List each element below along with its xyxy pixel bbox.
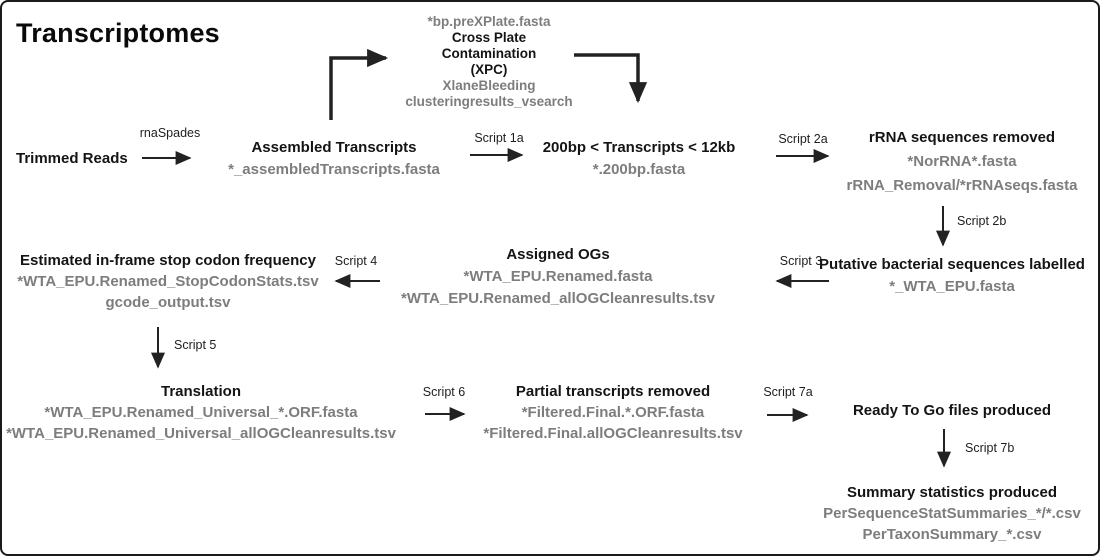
arrow-to-xpc — [329, 48, 389, 120]
node-file: gcode_output.tsv — [105, 294, 231, 311]
node-title: 200bp < Transcripts < 12kb — [542, 139, 736, 156]
arrow-from-xpc — [574, 53, 648, 104]
node-file: XlaneBleeding — [442, 78, 536, 93]
node-file: *WTA_EPU.Renamed_StopCodonStats.tsv — [17, 273, 319, 290]
node-file: *.200bp.fasta — [592, 161, 686, 178]
node-file: *_assembledTranscripts.fasta — [228, 161, 440, 178]
node-trimmed-reads: Trimmed Reads — [16, 148, 128, 170]
node-bacterial-labelled: Putative bacterial sequences labelled *_… — [819, 254, 1085, 298]
node-file: *WTA_EPU.Renamed_Universal_allOGCleanres… — [6, 425, 396, 442]
arrow-label-rnaspades: rnaSpades — [139, 126, 201, 140]
node-summary-statistics: Summary statistics produced PerSequenceS… — [823, 482, 1081, 545]
node-file: *WTA_EPU.Renamed_Universal_*.ORF.fasta — [44, 404, 358, 421]
node-title: Summary statistics produced — [846, 484, 1058, 501]
node-partial-removed: Partial transcripts removed *Filtered.Fi… — [483, 381, 742, 444]
node-title-line: Cross Plate — [451, 30, 527, 45]
arrow-label-script-1a: Script 1a — [474, 131, 524, 145]
node-title: Trimmed Reads — [16, 150, 128, 167]
node-title-line: Contamination — [441, 46, 537, 61]
node-title: Estimated in-frame stop codon frequency — [20, 252, 316, 269]
node-file: PerSequenceStatSummaries_*/*.csv — [823, 505, 1081, 522]
node-file: PerTaxonSummary_*.csv — [862, 526, 1042, 543]
node-title-line: (XPC) — [470, 62, 508, 77]
arrow-label-script-6: Script 6 — [422, 385, 466, 399]
arrow-label-script-4: Script 4 — [334, 254, 378, 268]
node-file: rRNA_Removal/*rRNAseqs.fasta — [846, 177, 1078, 194]
arrow-label-script-3: Script 3 — [779, 254, 823, 268]
arrow-label-script-7b: Script 7b — [965, 441, 1015, 455]
node-file: *WTA_EPU.Renamed.fasta — [463, 268, 653, 285]
node-assigned-ogs: Assigned OGs *WTA_EPU.Renamed.fasta *WTA… — [401, 244, 715, 310]
node-title: Ready To Go files produced — [852, 402, 1052, 419]
node-file: *Filtered.Final.allOGCleanresults.tsv — [483, 425, 743, 442]
node-file: *WTA_EPU.Renamed_allOGCleanresults.tsv — [401, 290, 715, 307]
node-assembled-transcripts: Assembled Transcripts *_assembledTranscr… — [228, 137, 440, 181]
node-title: Partial transcripts removed — [515, 383, 711, 400]
node-rrna-removed: rRNA sequences removed *NorRNA*.fasta rR… — [847, 126, 1078, 198]
node-title: Putative bacterial sequences labelled — [819, 256, 1085, 273]
node-ready-to-go: Ready To Go files produced — [853, 400, 1051, 422]
node-translation: Translation *WTA_EPU.Renamed_Universal_*… — [6, 381, 396, 444]
node-file: *NorRNA*.fasta — [907, 153, 1017, 170]
node-stop-codon-frequency: Estimated in-frame stop codon frequency … — [17, 250, 318, 313]
node-size-filtered-transcripts: 200bp < Transcripts < 12kb *.200bp.fasta — [543, 137, 736, 181]
node-title: Assigned OGs — [506, 246, 610, 263]
node-file: *_WTA_EPU.fasta — [889, 278, 1015, 295]
node-file: clusteringresults_vsearch — [405, 94, 573, 109]
node-cross-plate-contamination: *bp.preXPlate.fasta Cross Plate Contamin… — [405, 14, 572, 110]
arrow-label-script-5: Script 5 — [174, 338, 217, 352]
node-title: Assembled Transcripts — [251, 139, 417, 156]
node-title: rRNA sequences removed — [868, 129, 1056, 146]
arrow-label-script-2b: Script 2b — [957, 214, 1007, 228]
node-file: *Filtered.Final.*.ORF.fasta — [521, 404, 705, 421]
node-file: *bp.preXPlate.fasta — [427, 14, 551, 29]
node-title: Translation — [160, 383, 242, 400]
arrow-label-script-7a: Script 7a — [763, 385, 813, 399]
arrow-label-script-2a: Script 2a — [778, 132, 828, 146]
page-title: Transcriptomes — [16, 18, 220, 48]
